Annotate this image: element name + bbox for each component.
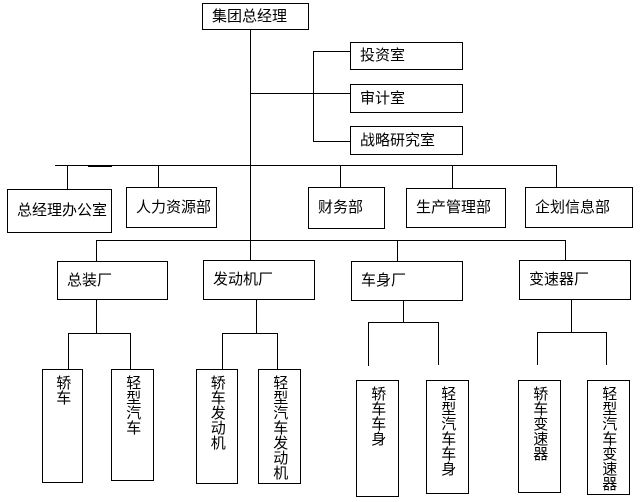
node-light-vehicle-engine-label: 轻型汽车发动机	[271, 375, 290, 480]
node-sedan-body-label: 轿车车身	[369, 386, 388, 446]
node-sedan: 轿车	[42, 369, 83, 483]
node-sedan-transmission: 轿车变速器	[518, 380, 561, 493]
node-sedan-body: 轿车车身	[356, 380, 399, 497]
node-light-vehicle-engine: 轻型汽车发动机	[258, 369, 301, 484]
node-finance-dept: 财务部	[308, 187, 385, 229]
connector-stub-transmission	[565, 240, 566, 260]
connector-stub-sedan-body	[368, 322, 369, 366]
connector-stub-finance	[340, 165, 341, 187]
connector-office-strategy	[313, 141, 350, 142]
connector-stub-lv-trans	[606, 332, 607, 365]
node-assembly-plant: 总装厂	[57, 261, 168, 300]
node-hr-dept: 人力资源部	[126, 187, 217, 228]
connector-engine-bus	[222, 333, 278, 334]
connector-stub-hr	[158, 165, 159, 187]
node-production-mgmt-dept: 生产管理部	[406, 188, 506, 228]
connector-departments-bus-thick	[88, 165, 112, 167]
node-gm-office: 总经理办公室	[7, 189, 112, 233]
connector-stub-body	[397, 240, 398, 261]
connector-stub-sedan	[68, 333, 69, 369]
connector-office-investment	[313, 51, 350, 52]
node-sedan-label: 轿车	[54, 375, 73, 405]
node-body-plant: 车身厂	[351, 261, 463, 301]
connector-assembly-down	[96, 300, 97, 333]
connector-engine-down	[256, 300, 257, 333]
node-sedan-transmission-label: 轿车变速器	[531, 386, 550, 461]
node-transmission-plant: 变速器厂	[519, 260, 631, 300]
connector-stub-lv-engine	[277, 333, 278, 369]
connector-stub-assembly	[96, 240, 97, 261]
node-light-vehicle: 轻型汽车	[111, 369, 154, 481]
connector-offices-mid	[250, 93, 350, 94]
node-light-vehicle-transmission-label: 轻型汽车变速器	[600, 386, 619, 491]
connector-assembly-bus	[68, 333, 131, 334]
node-light-vehicle-body: 轻型汽车车身	[426, 380, 469, 494]
connector-departments-bus	[55, 165, 557, 166]
node-light-vehicle-label: 轻型汽车	[124, 375, 143, 435]
connector-stub-light-vehicle	[130, 333, 131, 369]
connector-stub-planning	[556, 165, 557, 187]
connector-stub-production	[452, 165, 453, 188]
connector-transplant-down	[571, 300, 572, 332]
node-sedan-engine-label: 轿车发动机	[208, 375, 227, 450]
connector-bodyplant-down	[403, 301, 404, 322]
connector-stub-lv-body	[438, 322, 439, 365]
connector-bodyplant-bus	[368, 322, 439, 323]
connector-stub-sedan-trans	[537, 332, 538, 365]
node-strategy-research-office: 战略研究室	[350, 126, 463, 155]
node-investment-office: 投资室	[350, 42, 463, 70]
connector-plants-bus	[96, 240, 566, 241]
node-light-vehicle-transmission: 轻型汽车变速器	[587, 380, 630, 495]
connector-trunk	[250, 30, 251, 260]
connector-offices-vertical	[313, 51, 314, 142]
connector-transplant-bus	[537, 332, 607, 333]
node-audit-office: 审计室	[350, 84, 463, 113]
node-group-general-manager: 集团总经理	[202, 3, 309, 30]
connector-stub-gm-office	[67, 165, 68, 189]
node-engine-plant: 发动机厂	[203, 260, 315, 300]
node-sedan-engine: 轿车发动机	[196, 369, 238, 484]
node-planning-info-dept: 企划信息部	[525, 187, 633, 228]
connector-stub-sedan-engine	[222, 333, 223, 369]
node-light-vehicle-body-label: 轻型汽车车身	[439, 386, 458, 476]
